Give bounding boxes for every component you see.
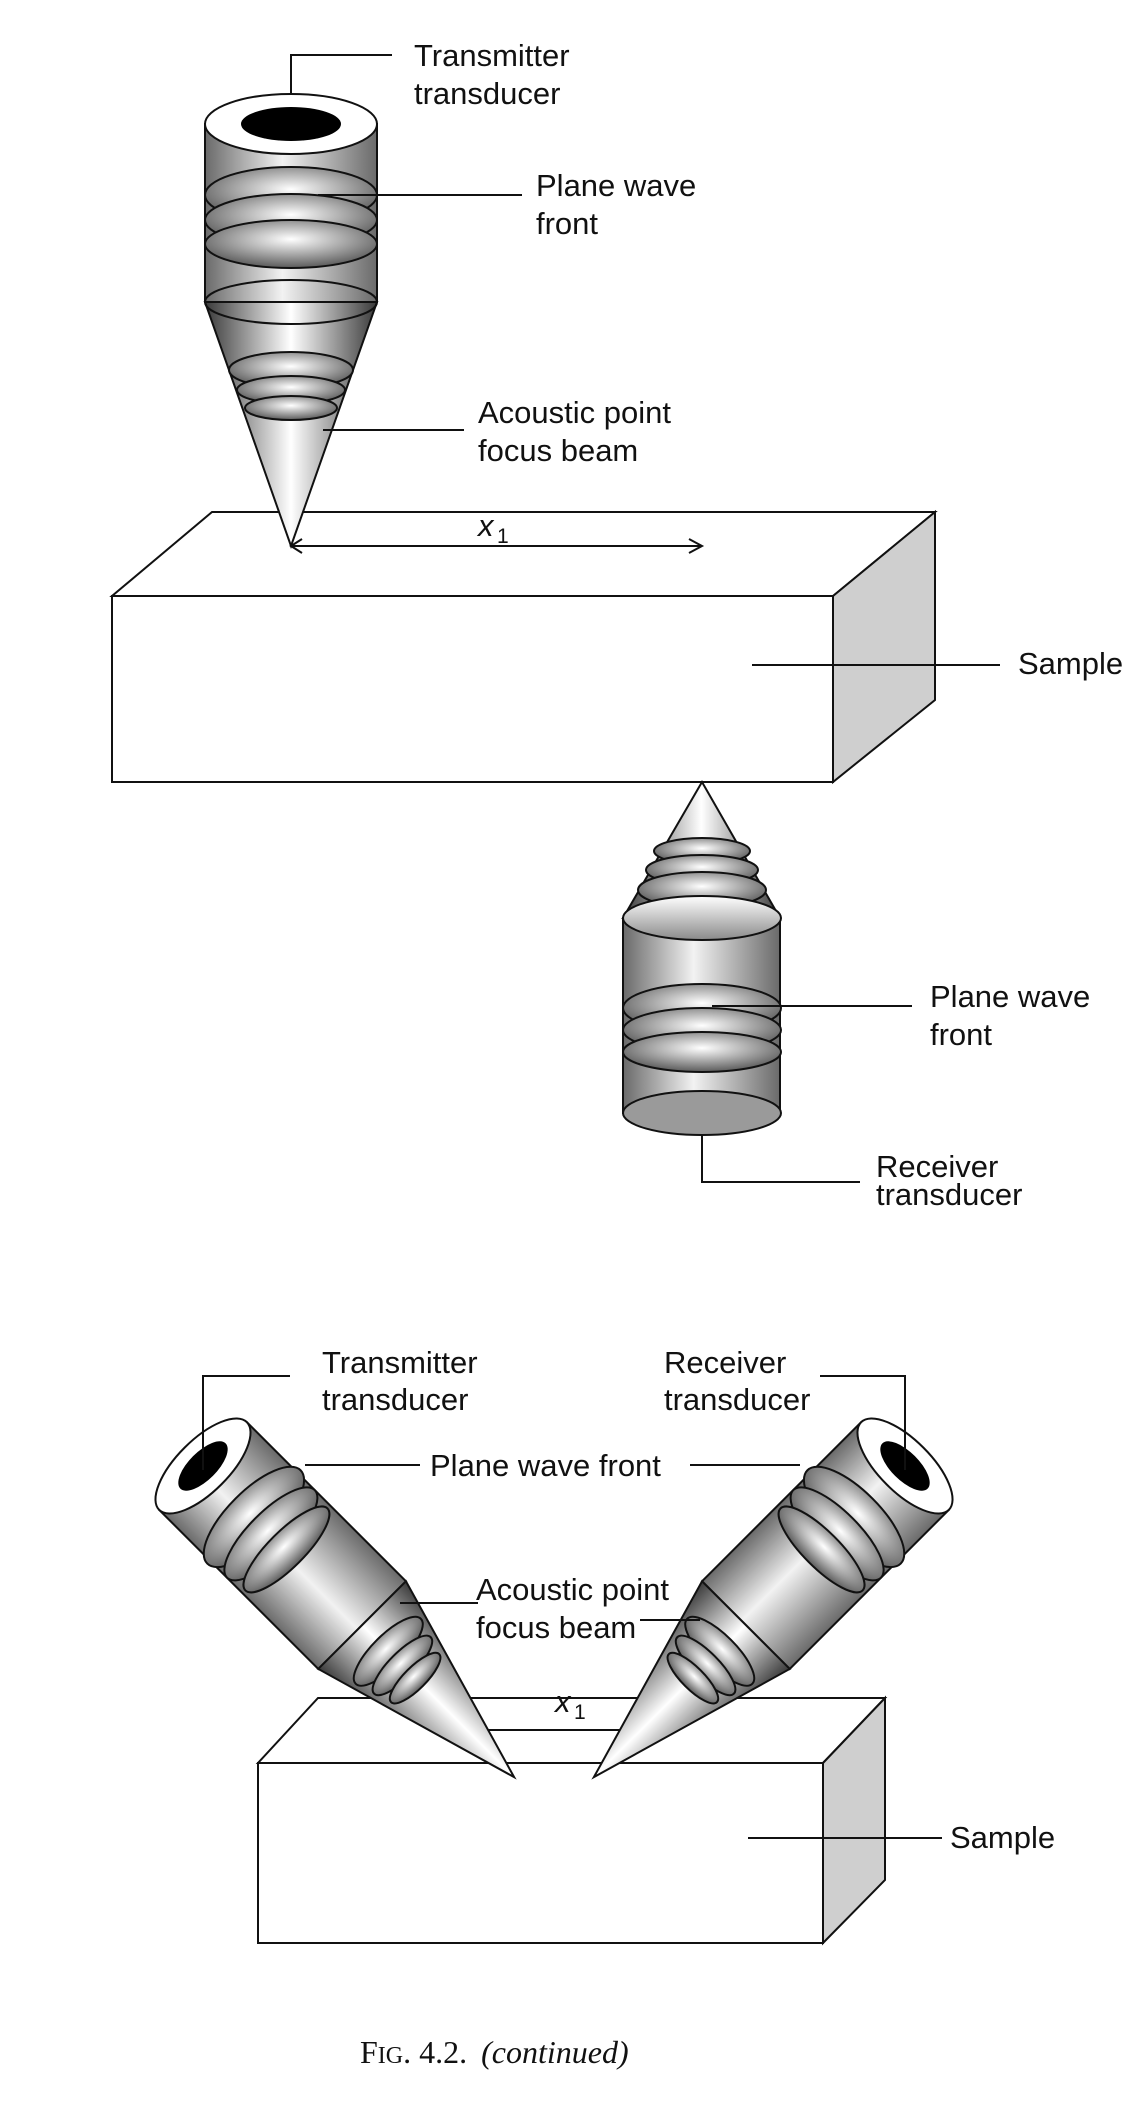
label-plane-wave-receiver-2: front — [930, 1017, 992, 1052]
label-acoustic-bottom-1: Acoustic point — [476, 1572, 669, 1607]
focus-beam-discs-transmitter — [352, 1615, 442, 1705]
label-receiver-top-2: transducer — [876, 1177, 1022, 1212]
leader-lines-bottom — [202, 1375, 942, 1839]
top-diagram: x 1 — [109, 38, 1123, 1212]
label-receiver-bottom-2: transducer — [664, 1382, 810, 1417]
label-plane-wave-top-1: Plane wave — [536, 168, 696, 203]
label-plane-wave-top-2: front — [536, 206, 598, 241]
caption-prefix: F — [360, 2034, 378, 2070]
plane-wave-front-discs-receiver — [622, 983, 782, 1073]
focus-beam-discs-receiver — [637, 837, 767, 909]
label-acoustic-top-2: focus beam — [478, 433, 638, 468]
caption-note: (continued) — [481, 2034, 629, 2070]
label-sample-top: Sample — [1018, 646, 1123, 681]
caption-number: . 4.2. — [403, 2034, 467, 2070]
label-transmitter-bottom-2: transducer — [322, 1382, 468, 1417]
sample-block-bottom — [255, 1695, 888, 1946]
distance-arrow-top: x 1 — [289, 508, 705, 554]
label-plane-wave-receiver-1: Plane wave — [930, 979, 1090, 1014]
label-plane-wave-bottom: Plane wave front — [430, 1448, 661, 1483]
label-acoustic-top-1: Acoustic point — [478, 395, 671, 430]
bottom-diagram: x 1 — [154, 1345, 1055, 1946]
focus-beam-discs-top — [228, 351, 354, 421]
distance-subscript-top: 1 — [497, 525, 509, 548]
sample-block-top — [109, 509, 938, 785]
receiver-transducer-bottom — [591, 1417, 954, 1780]
label-transmitter-bottom-1: Transmitter — [322, 1345, 478, 1380]
distance-segment-bottom: x 1 — [472, 1684, 636, 1731]
caption-prefix-small: IG — [378, 2043, 403, 2069]
transmitter-transducer-top — [203, 93, 379, 550]
label-transmitter-top-2: transducer — [414, 76, 560, 111]
label-sample-bottom: Sample — [950, 1820, 1055, 1855]
label-transmitter-top-1: Transmitter — [414, 38, 570, 73]
label-receiver-top-1: Receiver — [876, 1149, 998, 1184]
plane-wave-front-discs-top — [204, 166, 378, 269]
distance-subscript-bottom: 1 — [574, 1701, 586, 1724]
receiver-transducer-top — [621, 779, 782, 1136]
distance-label-top: x — [476, 508, 495, 543]
figure-caption: FIG. 4.2. (continued) — [360, 2034, 629, 2070]
plane-wave-front-discs-transmitter — [202, 1465, 331, 1594]
distance-label-bottom: x — [553, 1684, 572, 1719]
label-receiver-bottom-1: Receiver — [664, 1345, 786, 1380]
focus-beam-discs-receiver-bottom — [666, 1615, 756, 1705]
plane-wave-front-discs-receiver-bottom — [777, 1465, 906, 1594]
label-acoustic-bottom-2: focus beam — [476, 1610, 636, 1645]
leader-lines-top — [290, 54, 1000, 1183]
